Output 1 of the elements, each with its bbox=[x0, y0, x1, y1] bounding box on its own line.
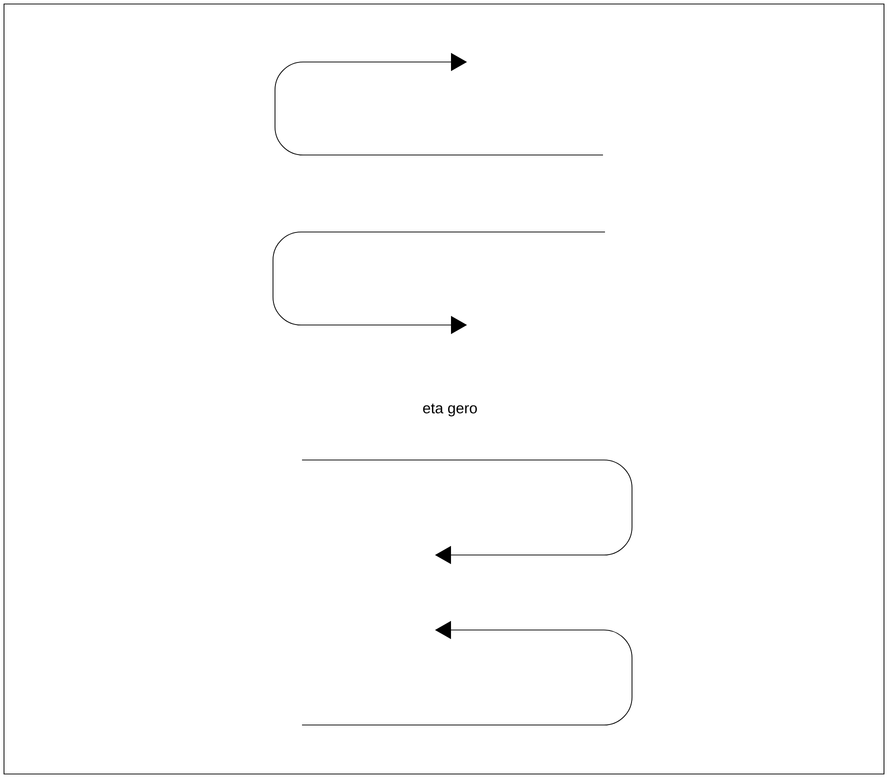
label: eta gero bbox=[423, 404, 477, 416]
